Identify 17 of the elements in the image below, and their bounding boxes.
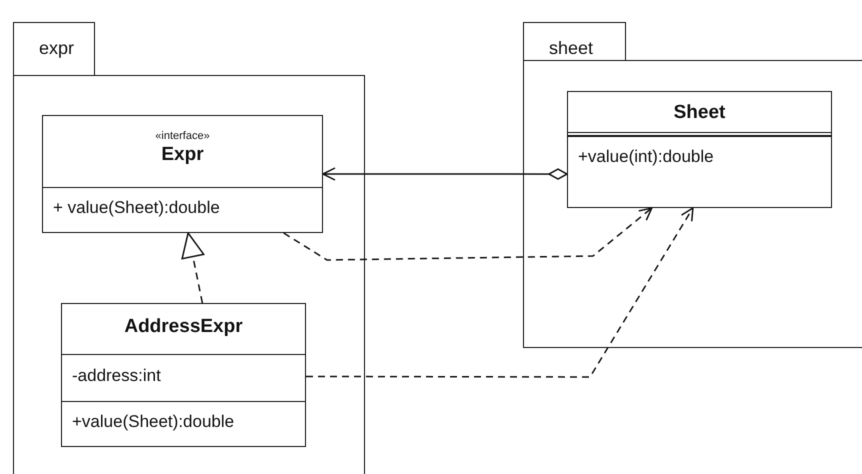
- dashed-arrow: [283, 207, 653, 261]
- package-name: sheet: [549, 38, 594, 59]
- class-name: Expr: [161, 144, 204, 166]
- method-text: +value(Sheet):double: [72, 412, 234, 432]
- method-text: +value(int):double: [578, 147, 714, 167]
- dashed-arrow: [181, 232, 204, 304]
- class-box: [61, 303, 306, 447]
- package-name: expr: [39, 38, 74, 59]
- method-text: + value(Sheet):double: [53, 198, 220, 218]
- attribute-text: -address:int: [72, 366, 161, 386]
- class-box: [42, 115, 323, 233]
- class-name: Sheet: [674, 102, 726, 124]
- class-box: [567, 91, 832, 208]
- dashed-arrow: [306, 207, 694, 378]
- class-name: AddressExpr: [124, 316, 243, 338]
- stereotype-label: «interface»: [155, 130, 210, 142]
- association-arrow: [322, 167, 568, 181]
